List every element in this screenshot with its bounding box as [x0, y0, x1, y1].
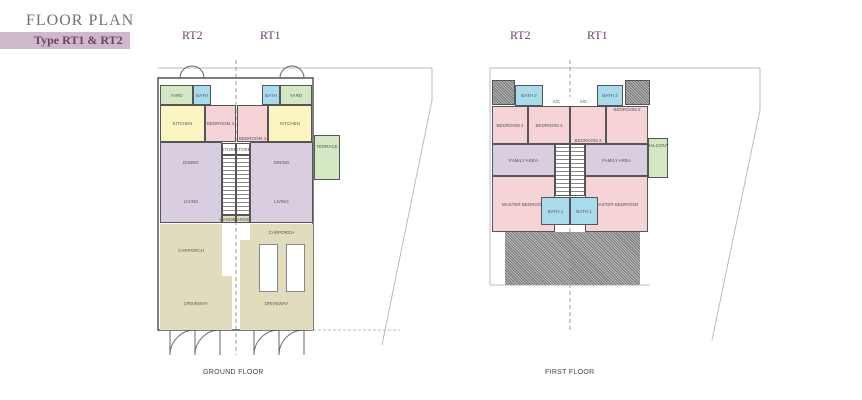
- rt2-yard: YARD: [160, 85, 193, 105]
- rt1-family-area: FAMILY AREA: [585, 144, 648, 176]
- rt1-roof-hatch: [625, 80, 650, 105]
- rt2-bedroom-4: BEDROOM 4: [205, 105, 236, 142]
- rt1-terrace: TERRACE: [314, 135, 340, 180]
- rt2-bedroom-2: BEDROOM 2: [492, 106, 528, 144]
- car-icon: [286, 244, 305, 292]
- rt1-bath: BATH: [262, 85, 280, 105]
- rt2-garden: GARDEN: [219, 215, 239, 223]
- rt2-kitchen: KITCHEN: [160, 105, 205, 142]
- ground-floor-caption: GROUND FLOOR: [203, 369, 264, 376]
- rt2-carporch: CARPORCH: [160, 224, 222, 276]
- rt1-balcony: BALCONY: [647, 138, 669, 178]
- rt2-porch-roof: [505, 232, 570, 285]
- rt2-roof-hatch: [492, 80, 515, 105]
- rt1-staircase-first: [570, 144, 585, 196]
- rt1-bedroom-4: BEDROOM 4: [237, 105, 268, 142]
- page-title: FLOOR PLAN: [26, 12, 135, 29]
- rt1-carporch: CARPORCH: [250, 224, 313, 240]
- unit-label-rt2-ground: RT2: [182, 28, 203, 42]
- rt1-store: STORE: [235, 143, 251, 155]
- rt1-bedroom-2: BEDROOM 2: [606, 106, 648, 144]
- rt2-bedroom-3: BEDROOM 3: [528, 106, 570, 144]
- rt2-staircase: [222, 155, 236, 215]
- rt1-dining: DINING: [250, 142, 313, 182]
- rt2-bath: BATH: [193, 85, 211, 105]
- rt2-bath-2: BATH 2: [515, 85, 543, 106]
- unit-label-rt1-ground: RT1: [260, 28, 281, 42]
- rt1-yard: YARD: [280, 85, 312, 105]
- rt1-bath-2: BATH 2: [597, 85, 623, 106]
- unit-label-rt2-first: RT2: [510, 28, 531, 42]
- rt1-living: LIVING: [250, 181, 313, 223]
- rt1-ac: A/C: [570, 97, 597, 106]
- unit-label-rt1-first: RT1: [587, 28, 608, 42]
- rt2-living: LIVING: [160, 181, 222, 223]
- rt2-store: STORE: [221, 143, 237, 155]
- type-subtitle: Type RT1 & RT2: [0, 32, 130, 49]
- rt2-family-area: FAMILY AREA: [492, 144, 555, 176]
- rt1-bath-1: BATH 1: [570, 197, 598, 225]
- rt1-garden: GARDEN: [233, 215, 253, 223]
- first-floor-caption: FIRST FLOOR: [545, 369, 595, 376]
- rt2-driveway: DRIVEWAY: [160, 276, 232, 330]
- rt1-porch-roof: [570, 232, 640, 285]
- rt2-staircase-first: [555, 144, 570, 196]
- car-icon: [259, 244, 278, 292]
- rt1-kitchen: KITCHEN: [268, 105, 312, 142]
- rt2-dining: DINING: [160, 142, 222, 182]
- rt2-ac: A/C: [543, 97, 570, 106]
- rt1-bedroom-3: BEDROOM 3: [570, 106, 606, 144]
- rt2-bath-1: BATH 1: [541, 197, 570, 225]
- rt1-staircase: [236, 155, 250, 215]
